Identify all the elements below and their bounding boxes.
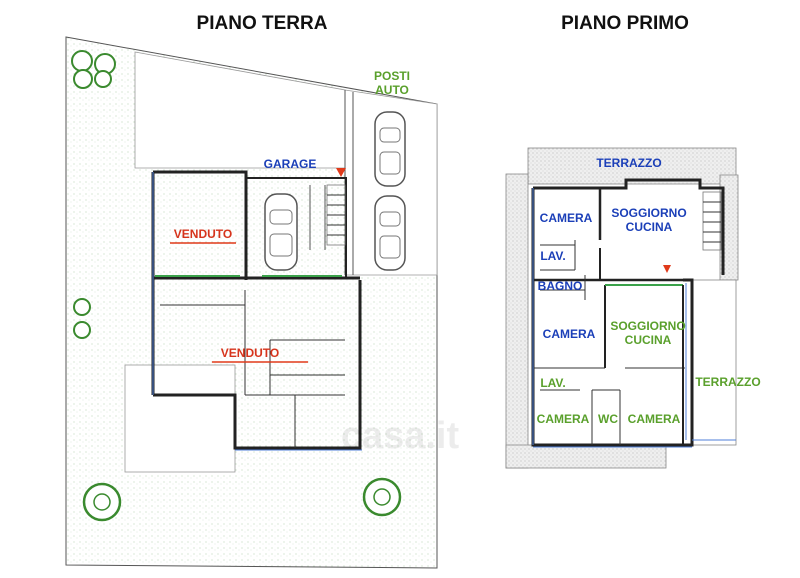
car-icon: [264, 193, 298, 271]
car-icon: [374, 195, 406, 271]
first-floor-title: PIANO PRIMO: [561, 13, 689, 34]
terrazzo-top-label: TERRAZZO: [596, 156, 661, 170]
lav-label-1: LAV.: [540, 249, 565, 263]
venduto-label-2: VENDUTO: [221, 346, 279, 360]
ground-floor-walls: [151, 170, 362, 451]
posti-auto-label-2: AUTO: [375, 83, 409, 97]
soggiorno-label-2a: SOGGIORNO: [610, 319, 685, 333]
ground-floor-title: PIANO TERRA: [197, 13, 328, 34]
camera-label-1: CAMERA: [540, 211, 593, 225]
car-icon: [374, 111, 406, 187]
watermark: casa.it: [341, 415, 460, 457]
venduto-label-1: VENDUTO: [174, 227, 232, 241]
first-floor-hatch: [505, 147, 739, 469]
first-stair-icon: [702, 191, 722, 251]
lav-label-2: LAV.: [540, 376, 565, 390]
camera-label-2: CAMERA: [543, 327, 596, 341]
entrance-arrow-icon: [663, 265, 671, 273]
tree-left-middle: [73, 298, 91, 339]
first-floor-walls: [531, 178, 736, 448]
tree-top-left: [71, 50, 116, 89]
ground-stair-icon: [326, 184, 346, 246]
soggiorno-label-1a: SOGGIORNO: [611, 206, 686, 220]
camera-label-4: CAMERA: [628, 412, 681, 426]
wc-label: WC: [598, 412, 618, 426]
soggiorno-label-2b: CUCINA: [625, 333, 672, 347]
garage-label: GARAGE: [264, 157, 317, 171]
entrance-arrow-icon: [336, 168, 346, 177]
camera-label-3: CAMERA: [537, 412, 590, 426]
tree-bottom-right: [362, 477, 402, 517]
tree-bottom-left: [82, 482, 122, 522]
soggiorno-label-1b: CUCINA: [626, 220, 673, 234]
terrazzo-right-label: TERRAZZO: [695, 375, 760, 389]
bagno-label: BAGNO: [538, 279, 583, 293]
posti-auto-label-1: POSTI: [374, 69, 410, 83]
